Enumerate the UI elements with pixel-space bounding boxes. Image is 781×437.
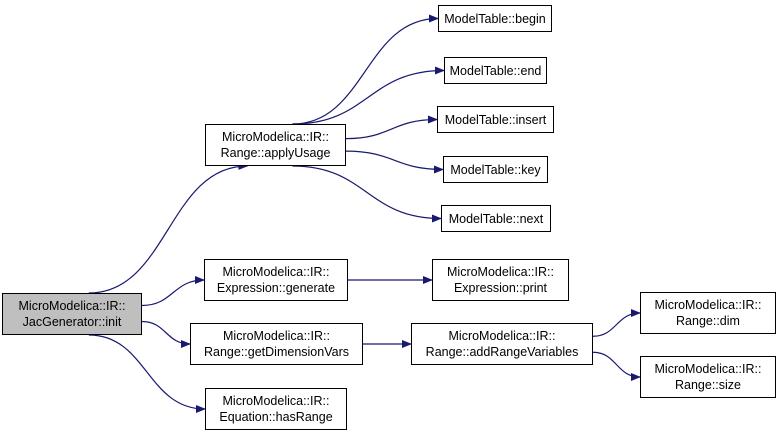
node-label-line2: JacGenerator::init (22, 315, 122, 329)
edge-jac_init-to-eq_has_range (88, 334, 206, 413)
node-expression-print[interactable]: MicroModelica::IR:: Expression::print (432, 259, 569, 301)
node-range-applyusage[interactable]: MicroModelica::IR:: Range::applyUsage (205, 124, 346, 166)
edge-jac_init-to-apply_usage (88, 162, 249, 294)
node-label-line1: MicroModelica::IR:: (222, 265, 330, 279)
node-jacgenerator-init[interactable]: MicroModelica::IR:: JacGenerator::init (2, 293, 142, 335)
edge-apply_usage-to-mt_next (292, 165, 442, 223)
node-expression-generate[interactable]: MicroModelica::IR:: Expression::generate (204, 259, 348, 301)
node-label-line2: Range::applyUsage (220, 146, 331, 160)
node-label-line1: MicroModelica::IR:: (223, 329, 330, 343)
node-modeltable-end[interactable]: ModelTable::end (444, 57, 547, 84)
node-equation-hasrange[interactable]: MicroModelica::IR:: Equation::hasRange (205, 388, 347, 430)
edge-apply_usage-to-mt_end (292, 66, 445, 125)
node-label-line2: Expression::generate (216, 281, 336, 295)
node-label-line2: Range::getDimensionVars (204, 345, 349, 359)
node-label-line1: ModelTable::end (449, 63, 542, 78)
node-label-line1: MicroModelica::IR:: (222, 394, 330, 408)
edge-apply_usage-to-mt_begin (292, 14, 439, 125)
node-label-line1: MicroModelica::IR:: (222, 130, 329, 144)
node-label-line2: Range::addRangeVariables (425, 345, 579, 359)
node-modeltable-key[interactable]: ModelTable::key (443, 156, 548, 183)
node-modeltable-begin[interactable]: ModelTable::begin (438, 5, 552, 32)
node-range-addrangevariables[interactable]: MicroModelica::IR:: Range::addRangeVaria… (411, 323, 593, 365)
node-label-line2: Expression::print (453, 281, 548, 295)
node-label-line2: Range::dim (676, 314, 740, 328)
node-label-line1: ModelTable::begin (444, 11, 546, 26)
node-label-line1: MicroModelica::IR:: (447, 265, 554, 279)
node-label-line1: ModelTable::key (450, 162, 541, 177)
node-modeltable-insert[interactable]: ModelTable::insert (437, 106, 554, 133)
edge-add_range_vars-to-range_size (592, 351, 641, 381)
node-label-line1: MicroModelica::IR:: (18, 299, 126, 313)
edge-apply_usage-to-mt_insert (345, 115, 438, 140)
edge-jac_init-to-expr_generate (141, 276, 205, 307)
edge-jac_init-to-get_dim_vars (141, 320, 191, 348)
node-label-line1: ModelTable::next (448, 211, 544, 226)
edge-add_range_vars-to-range_dim (592, 309, 641, 337)
edge-apply_usage-to-mt_key (345, 150, 444, 174)
node-label-line1: MicroModelica::IR:: (448, 329, 556, 343)
node-label-line2: Equation::hasRange (219, 410, 333, 424)
node-modeltable-next[interactable]: ModelTable::next (441, 205, 551, 232)
node-range-size[interactable]: MicroModelica::IR:: Range::size (640, 356, 776, 398)
node-label-line1: MicroModelica::IR:: (654, 298, 762, 312)
node-label-line1: ModelTable::insert (444, 112, 547, 127)
node-range-dim[interactable]: MicroModelica::IR:: Range::dim (640, 292, 776, 334)
node-label-line1: MicroModelica::IR:: (654, 362, 762, 376)
node-label-line2: Range::size (674, 378, 741, 392)
node-range-getdimensionvars[interactable]: MicroModelica::IR:: Range::getDimensionV… (190, 323, 363, 365)
